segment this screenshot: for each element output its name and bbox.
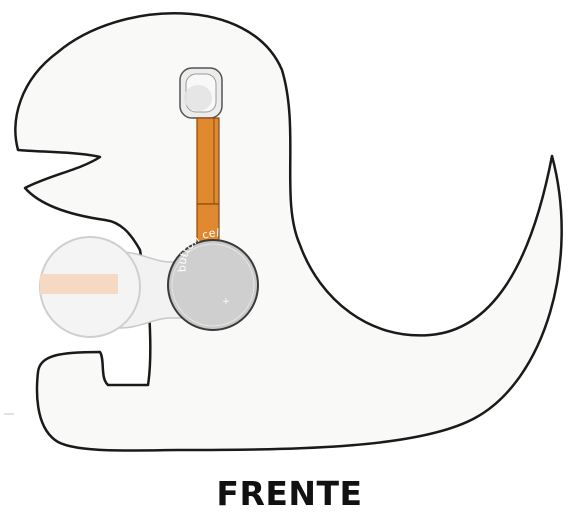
copper-trace bbox=[196, 117, 220, 247]
contact-pad bbox=[40, 274, 118, 294]
caption-frente: FRENTE bbox=[216, 474, 363, 513]
battery-polarity: + bbox=[222, 297, 230, 307]
battery-holder bbox=[39, 236, 186, 338]
led-icon bbox=[179, 67, 223, 119]
dinosaur-silhouette bbox=[14, 12, 563, 452]
